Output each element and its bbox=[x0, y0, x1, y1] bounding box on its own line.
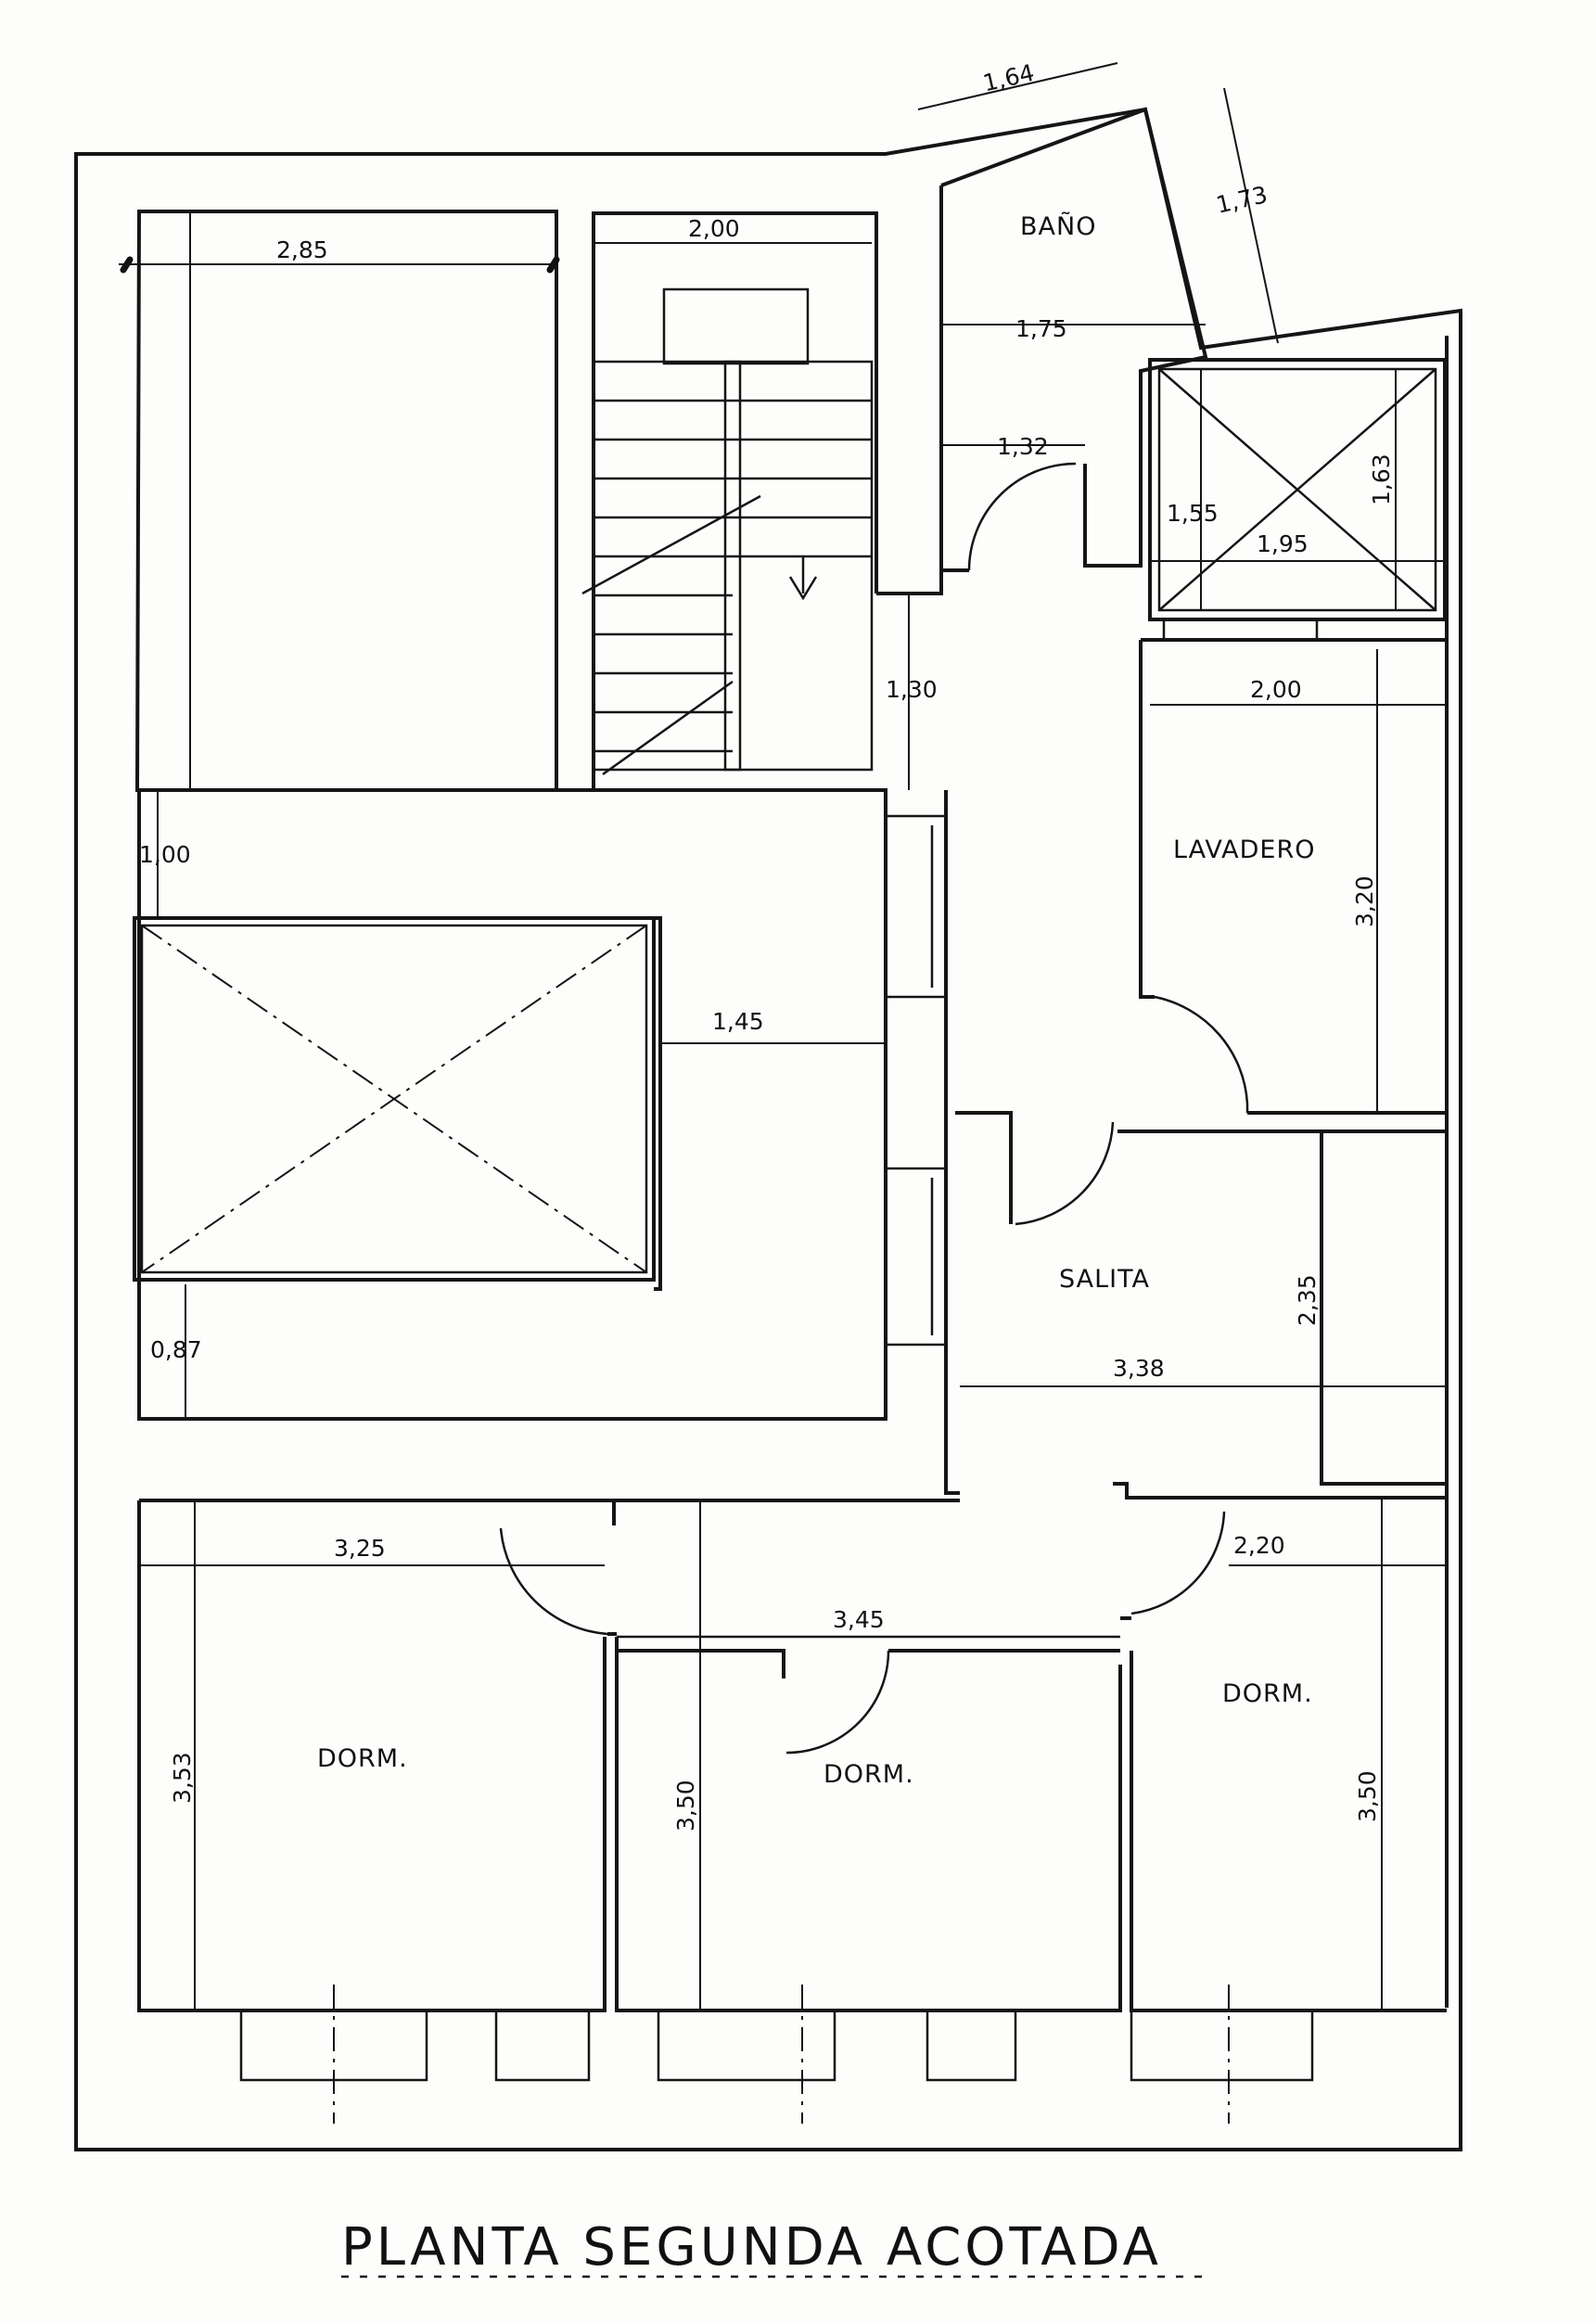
stair-landing bbox=[662, 287, 810, 365]
light-well-left bbox=[133, 916, 656, 1282]
stair-walls bbox=[555, 211, 878, 792]
stair-diag bbox=[602, 680, 734, 776]
light-well-left-inner bbox=[140, 924, 648, 1274]
label-bano: BAÑO bbox=[1020, 211, 1096, 241]
bano-door bbox=[967, 462, 1077, 571]
dim-2-00-lav: 2,00 bbox=[1250, 676, 1302, 703]
dim-3-50-right: 3,50 bbox=[1354, 1770, 1381, 1822]
window-corridor-1 bbox=[884, 814, 948, 999]
shaft-diag2 bbox=[1158, 368, 1436, 611]
dim-2-00-stair: 2,00 bbox=[688, 215, 740, 242]
label-dorm-middle: DORM. bbox=[824, 1760, 914, 1789]
dim-3-20: 3,20 bbox=[1351, 875, 1378, 927]
dim-1-64: 1,64 bbox=[980, 59, 1037, 97]
outer-wall bbox=[74, 107, 1462, 2151]
dim-1-32: 1,32 bbox=[997, 433, 1049, 460]
dim-1-63: 1,63 bbox=[1368, 453, 1395, 505]
dim-1-55: 1,55 bbox=[1167, 500, 1219, 527]
dim-2-20: 2,20 bbox=[1233, 1532, 1285, 1559]
stair-treads bbox=[594, 399, 872, 753]
plan-title: PLANTA SEGUNDA ACOTADA bbox=[341, 2217, 1162, 2278]
dim-3-25: 3,25 bbox=[334, 1535, 386, 1562]
patio-left-wall bbox=[134, 210, 558, 792]
corridor-wall-left bbox=[825, 788, 887, 1419]
salita-walls bbox=[955, 1111, 1447, 1486]
dim-1-73: 1,73 bbox=[1214, 181, 1270, 219]
shaft-sill bbox=[1162, 618, 1319, 642]
label-dorm-left: DORM. bbox=[317, 1744, 408, 1773]
dorm-left-door bbox=[499, 1527, 608, 1636]
dimension-lines bbox=[119, 62, 1447, 2010]
dim-2-35: 2,35 bbox=[1294, 1274, 1321, 1326]
dim-1-00: 1,00 bbox=[139, 841, 191, 868]
stair-right-wall bbox=[876, 185, 943, 595]
lavadero-walls bbox=[1139, 638, 1447, 1115]
window-corridor-2 bbox=[884, 1167, 948, 1347]
light-well-left-diag2 bbox=[141, 925, 647, 1273]
dim-1-45: 1,45 bbox=[712, 1008, 764, 1035]
stair-arrow-icon bbox=[788, 556, 818, 601]
facade-windows bbox=[239, 1985, 1314, 2124]
dorm-middle-door bbox=[785, 1650, 890, 1755]
dim-3-50-mid: 3,50 bbox=[672, 1780, 699, 1832]
dim-2-85: 2,85 bbox=[276, 236, 328, 263]
label-dorm-right: DORM. bbox=[1222, 1679, 1313, 1708]
dorm-right-door bbox=[1130, 1511, 1226, 1615]
bedroom-band-top bbox=[139, 1482, 1447, 1525]
label-salita: SALITA bbox=[1059, 1265, 1150, 1294]
bedroom-middle-walls bbox=[615, 1637, 1122, 2012]
dim-3-53: 3,53 bbox=[169, 1752, 196, 1804]
salita-door bbox=[1015, 1121, 1115, 1226]
dim-3-38: 3,38 bbox=[1113, 1355, 1165, 1382]
dim-3-45: 3,45 bbox=[833, 1606, 885, 1633]
shaft-right-inner bbox=[1157, 367, 1437, 612]
light-well-left-frame bbox=[654, 916, 662, 1291]
lavadero-door bbox=[1154, 995, 1249, 1113]
label-lavadero: LAVADERO bbox=[1173, 836, 1315, 864]
stair-cut-line bbox=[581, 494, 761, 595]
dim-1-75: 1,75 bbox=[1015, 315, 1067, 342]
patio-lower-wall bbox=[137, 790, 887, 1421]
dim-1-95: 1,95 bbox=[1257, 530, 1309, 557]
dim-1-30: 1,30 bbox=[886, 676, 938, 703]
dim-0-87: 0,87 bbox=[150, 1336, 202, 1363]
bano-walls bbox=[939, 107, 1208, 572]
corridor-wall-right bbox=[944, 790, 960, 1495]
stair-handrail bbox=[723, 360, 742, 772]
